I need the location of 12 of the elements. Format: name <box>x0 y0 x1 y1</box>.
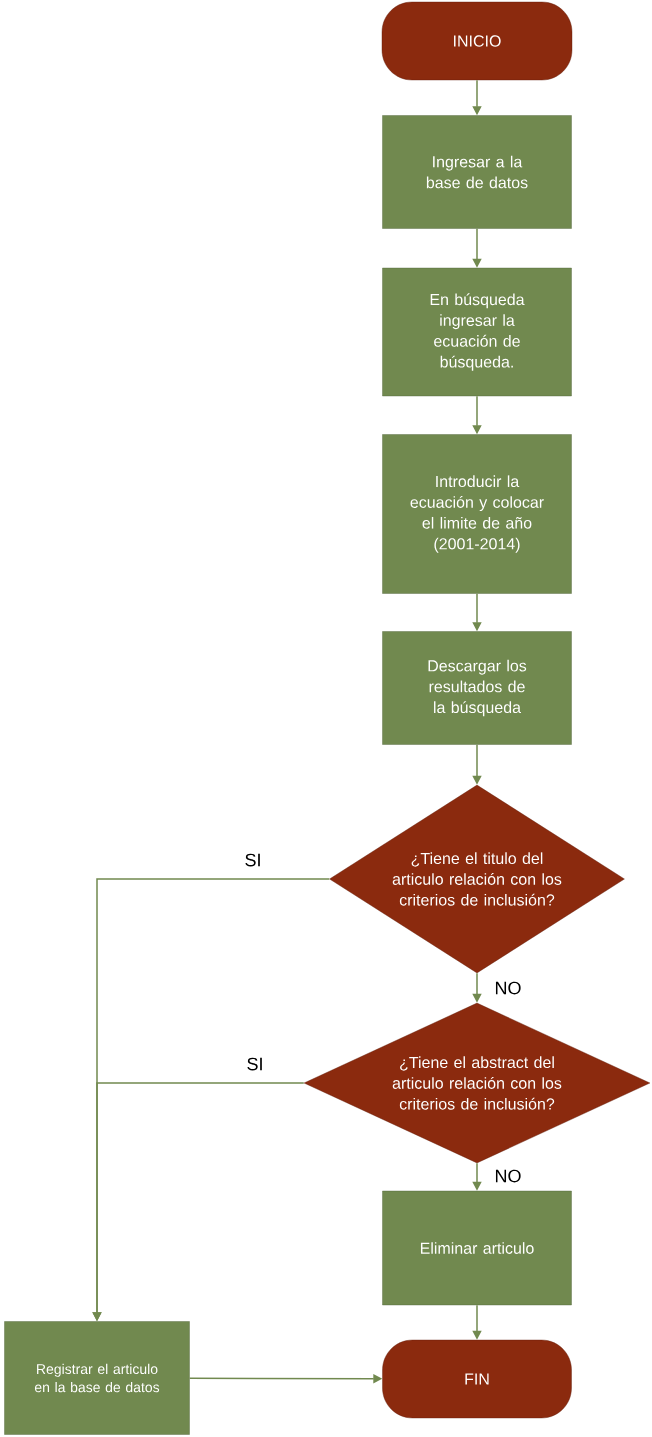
edge-label: NO <box>493 980 523 996</box>
process-box: Eliminar articulo <box>382 1190 572 1306</box>
edge-label: SI <box>243 852 263 868</box>
terminal-box: INICIO <box>381 1 573 81</box>
process-box: En búsqueda ingresar la ecuación de búsqueda. <box>382 267 572 397</box>
edge-label: SI <box>245 1056 265 1072</box>
process-box: Descargar los resultados de la búsqueda <box>382 631 572 745</box>
process-box: Introducir la ecuación y colocar el limite de año (2001-2014) <box>382 434 572 594</box>
terminal-box: FIN <box>382 1339 572 1419</box>
process-box: Ingresar a la base de datos <box>382 115 572 229</box>
process-box: Registrar el articulo en la base de datos <box>4 1321 190 1435</box>
edge-label: NO <box>493 1168 523 1184</box>
